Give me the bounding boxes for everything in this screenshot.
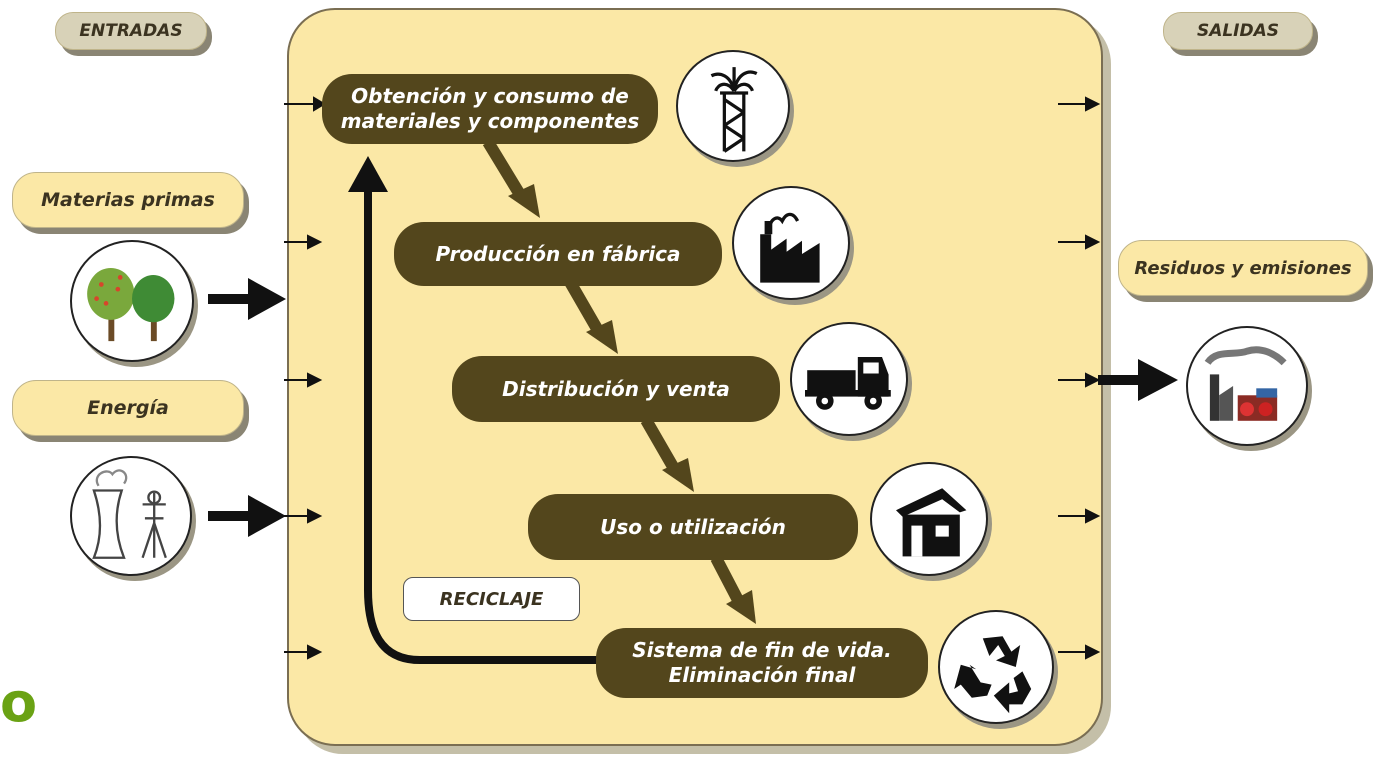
house-icon [870, 462, 988, 576]
power-plant-icon [70, 456, 192, 576]
stage-fin-line2: Eliminación final [668, 663, 856, 687]
stage-distribucion: Distribución y venta [452, 356, 780, 422]
pollution-icon [1186, 326, 1308, 446]
stage-uso: Uso o utilización [528, 494, 858, 560]
stage-distribucion-label: Distribución y venta [502, 376, 730, 401]
stage-produccion-label: Producción en fábrica [435, 241, 681, 266]
entradas-header: ENTRADAS [55, 12, 207, 50]
salidas-header: SALIDAS [1163, 12, 1313, 50]
stage-obtencion: Obtención y consumo de materiales y comp… [322, 74, 658, 144]
stage-fin-line1: Sistema de fin de vida. [632, 638, 892, 662]
big-output-arrow [1098, 359, 1178, 401]
truck-icon [790, 322, 908, 436]
input-materias-primas-label: Materias primas [12, 172, 244, 228]
output-residuos-label: Residuos y emisiones [1118, 240, 1368, 296]
stage-obtencion-line2: materiales y componentes [340, 109, 640, 133]
stage-arrows [482, 138, 756, 624]
small-output-arrows [1058, 96, 1101, 660]
reciclaje-label: RECICLAJE [403, 577, 580, 621]
oil-derrick-icon [676, 50, 790, 162]
stray-text: o [0, 671, 38, 734]
stage-fin-de-vida: Sistema de fin de vida. Eliminación fina… [596, 628, 928, 698]
stage-uso-label: Uso o utilización [600, 514, 786, 539]
recycle-icon [938, 610, 1054, 724]
trees-icon [70, 240, 194, 362]
big-input-arrows [208, 278, 286, 537]
factory-icon [732, 186, 850, 300]
stage-obtencion-line1: Obtención y consumo de [351, 84, 629, 108]
input-energia-label: Energía [12, 380, 244, 436]
recycle-loop-arrow [348, 156, 600, 664]
stage-produccion: Producción en fábrica [394, 222, 722, 286]
small-input-arrows [284, 96, 326, 660]
